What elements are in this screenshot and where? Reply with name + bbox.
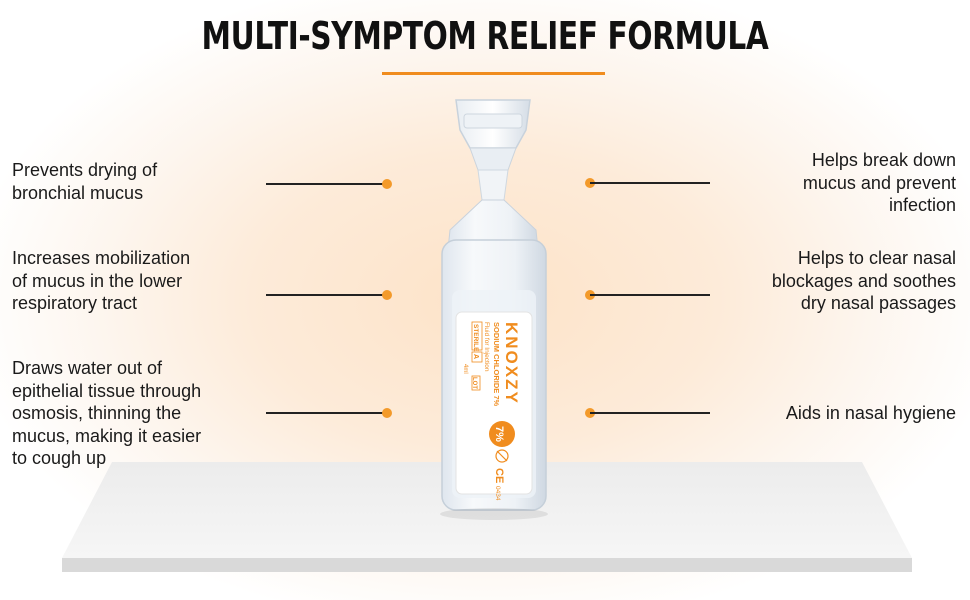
vial-volume: 4ml bbox=[462, 364, 468, 374]
callout-right-1-line-3: infection bbox=[888, 195, 956, 215]
vial-ce: CE bbox=[493, 468, 505, 483]
callout-left-2-line-2: of mucus in the lower bbox=[12, 270, 183, 291]
callout-left-1: Prevents drying of bronchial mucus bbox=[12, 159, 157, 204]
vial-ce-code: 0434 bbox=[494, 486, 501, 501]
callout-left-3-line-3: osmosis, thinning the bbox=[12, 403, 182, 423]
vial-lot: LOT bbox=[471, 377, 477, 389]
leader-line-left-1 bbox=[266, 183, 384, 185]
leader-line-right-2 bbox=[590, 294, 710, 296]
concentration-badge bbox=[489, 421, 515, 447]
callout-right-1: Helps break down mucus and prevent infec… bbox=[803, 149, 956, 217]
callout-right-1-line-2: mucus and prevent bbox=[802, 172, 956, 193]
callout-right-2-line-3: dry nasal passages bbox=[800, 293, 956, 313]
vial-sterile-code: A bbox=[472, 354, 479, 359]
leader-line-left-3 bbox=[266, 412, 384, 414]
leader-line-right-3 bbox=[590, 412, 710, 414]
vial-concentration: 7% bbox=[493, 426, 505, 442]
callout-right-2-line-2: blockages and soothes bbox=[771, 270, 956, 291]
callout-right-3: Aids in nasal hygiene bbox=[786, 402, 956, 425]
product-vial-image: KNOXZY SODIUM CHLORIDE 7% Fluid for Inje… bbox=[440, 99, 548, 520]
page-title: MULTI-SYMPTOM RELIEF FORMULA bbox=[201, 14, 769, 58]
callout-right-3-line-1: Aids in nasal hygiene bbox=[785, 403, 956, 423]
callout-left-3: Draws water out of epithelial tissue thr… bbox=[12, 357, 201, 470]
leader-dot-left-2 bbox=[382, 290, 392, 300]
title-underline bbox=[382, 72, 605, 75]
leader-dot-left-1 bbox=[382, 179, 392, 189]
callout-right-1-line-1: Helps break down bbox=[811, 150, 956, 170]
callout-left-1-line-2: bronchial mucus bbox=[12, 182, 144, 203]
callout-right-2-line-1: Helps to clear nasal bbox=[797, 248, 956, 268]
leader-line-left-2 bbox=[266, 294, 384, 296]
callout-left-3-line-4: mucus, making it easier bbox=[12, 425, 202, 446]
vial-name: SODIUM CHLORIDE 7% bbox=[492, 322, 501, 407]
no-reuse-icon bbox=[495, 449, 509, 463]
vial-sterile: STERILE bbox=[472, 324, 479, 352]
vial-brand: KNOXZY bbox=[502, 322, 521, 405]
leader-dot-left-3 bbox=[382, 408, 392, 418]
callout-left-3-line-2: epithelial tissue through bbox=[12, 380, 202, 401]
callout-left-1-line-1: Prevents drying of bbox=[12, 160, 158, 180]
callout-right-2: Helps to clear nasal blockages and sooth… bbox=[772, 247, 956, 315]
callout-left-3-line-1: Draws water out of bbox=[12, 358, 163, 378]
callout-left-3-line-5: to cough up bbox=[12, 448, 107, 468]
callout-left-2-line-3: respiratory tract bbox=[12, 293, 138, 313]
callout-left-2-line-1: Increases mobilization bbox=[12, 248, 191, 268]
vial-sub: Fluid for Injection bbox=[483, 322, 490, 372]
callout-left-2: Increases mobilization of mucus in the l… bbox=[12, 247, 190, 315]
leader-line-right-1 bbox=[590, 182, 710, 184]
